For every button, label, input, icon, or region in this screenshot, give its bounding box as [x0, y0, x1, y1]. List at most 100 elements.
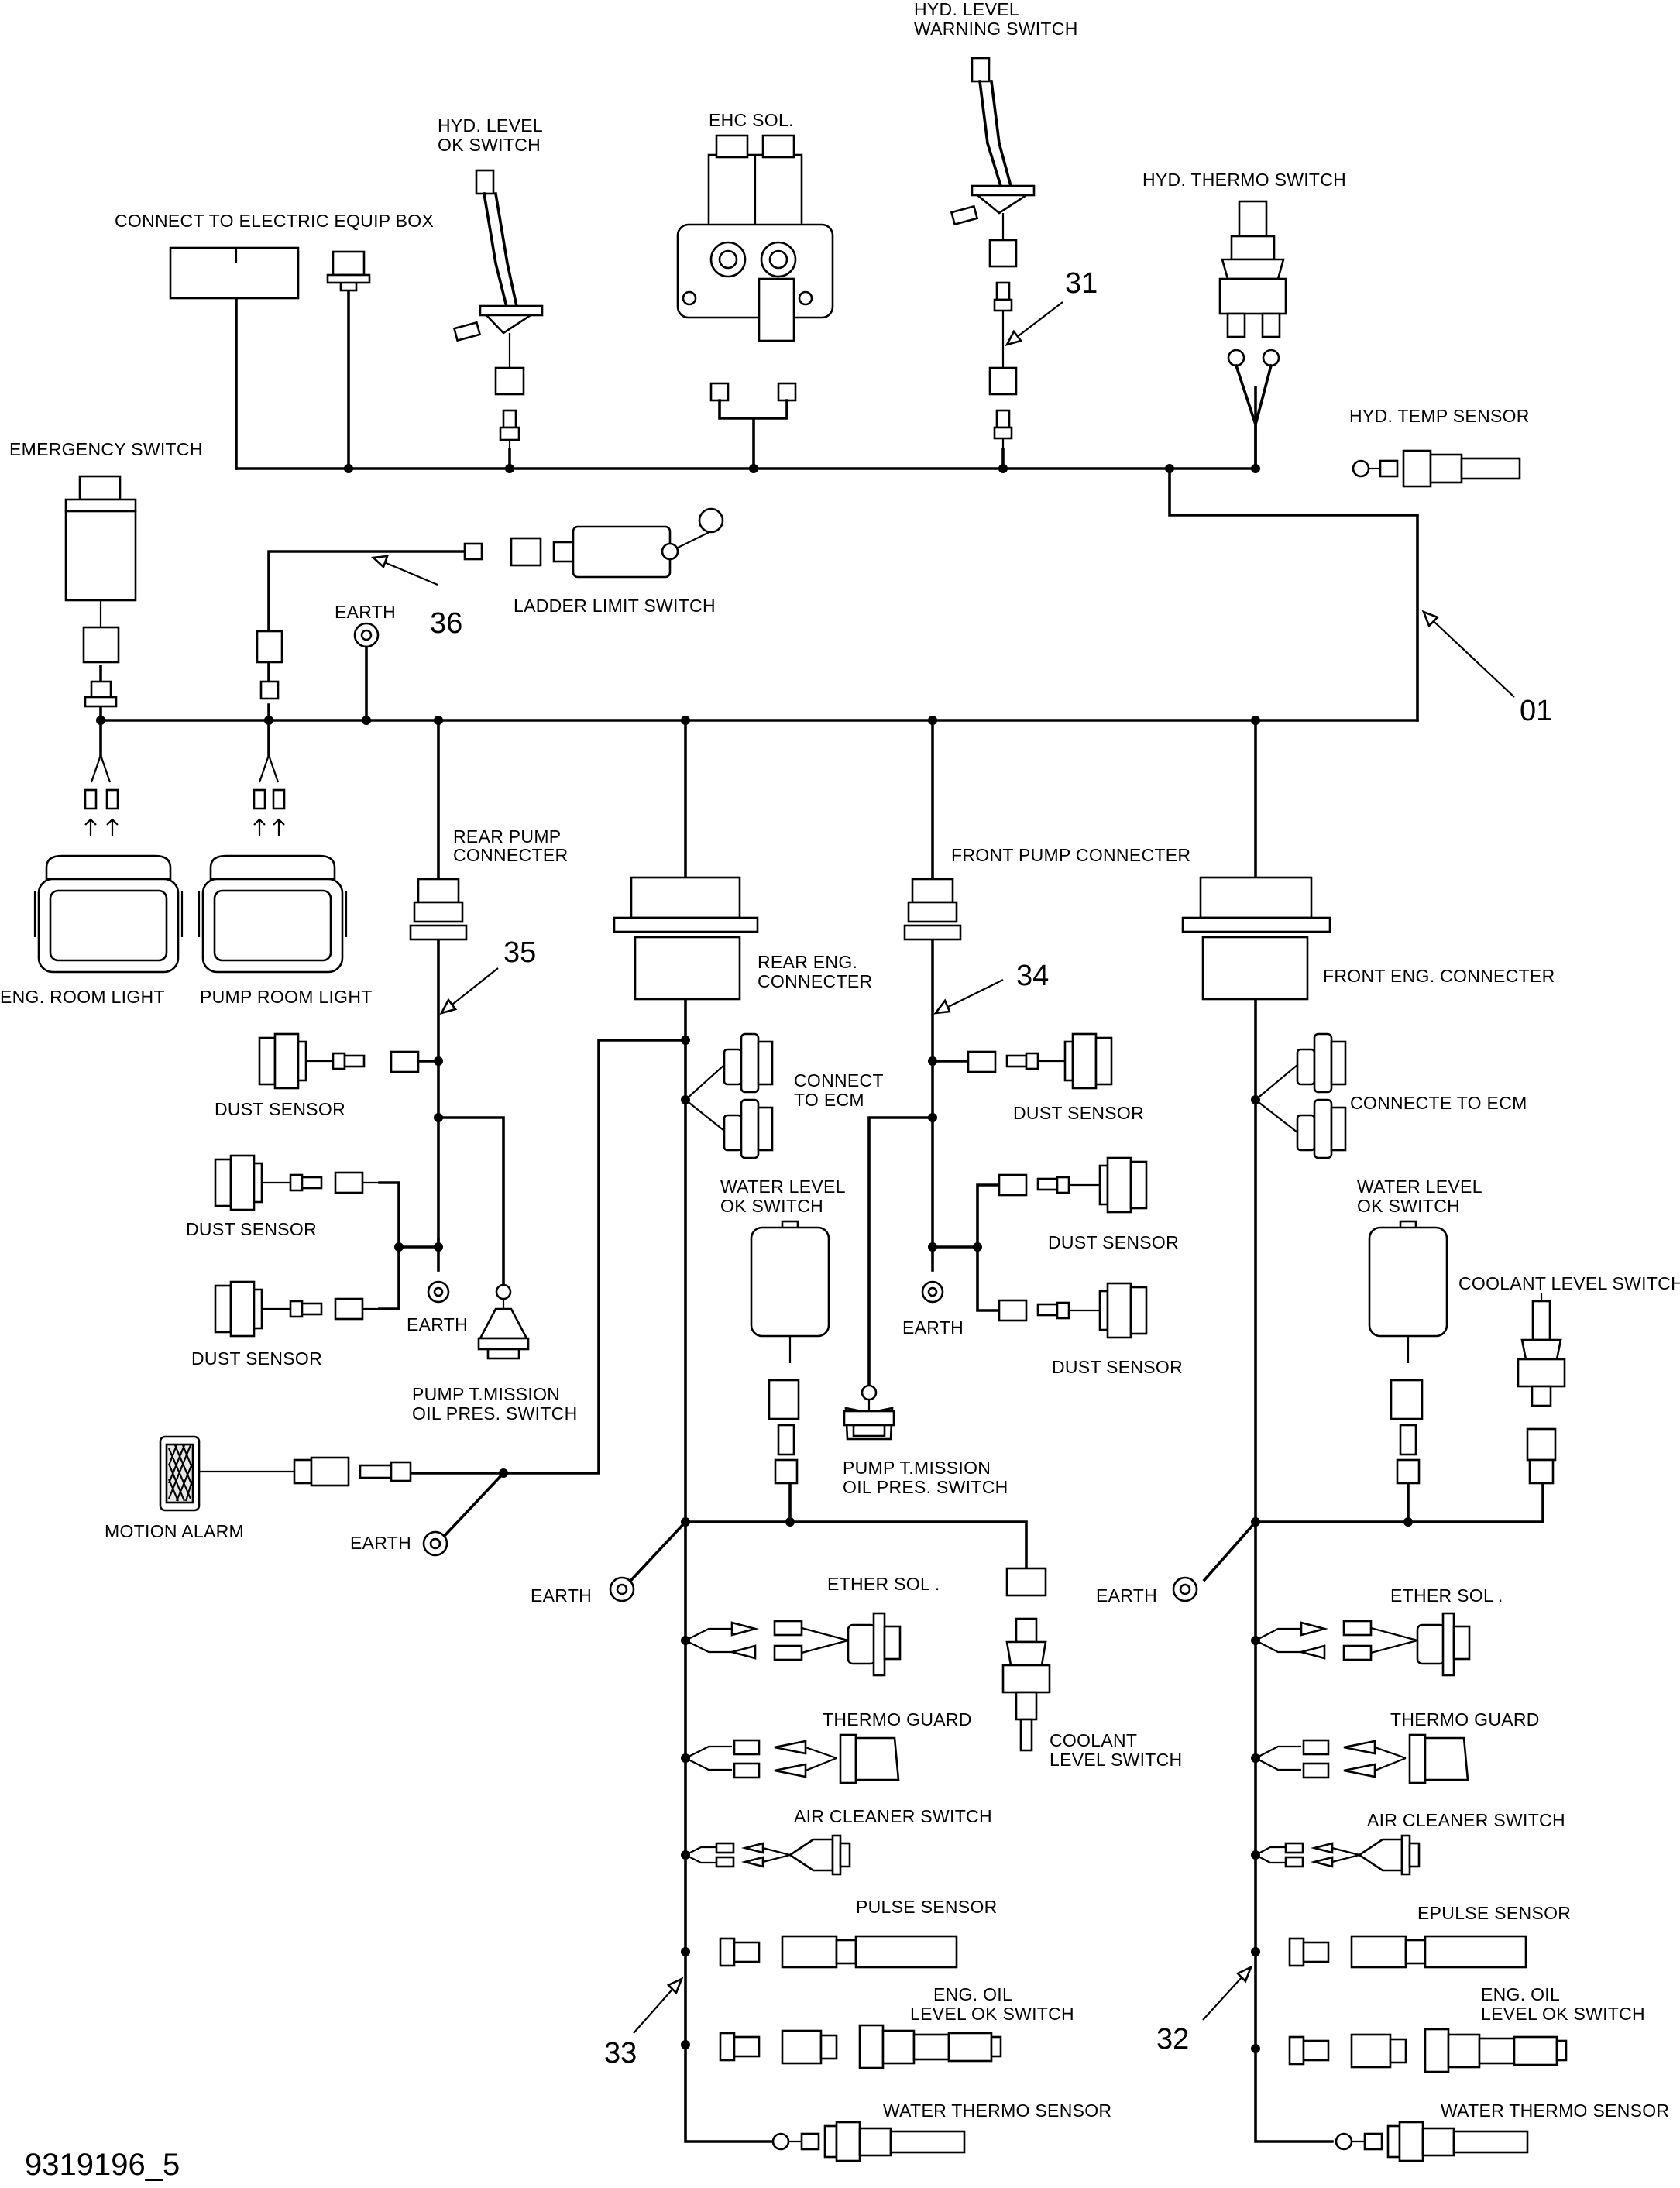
rear-ecm-connectors [723, 1032, 774, 1159]
pump-room-light [198, 754, 348, 974]
label-rear-air-cleaner: AIR CLEANER SWITCH [794, 1806, 992, 1826]
label-rear-water-level-1: WATER LEVEL [720, 1176, 846, 1197]
motion-alarm [159, 1435, 412, 1512]
label-front-pump-earth: EARTH [902, 1317, 964, 1338]
front-water-level-switch [1368, 1220, 1448, 1485]
label-front-ether-sol: ETHER SOL . [1390, 1585, 1503, 1606]
main-wires [99, 266, 1544, 2143]
rear-coolant-level-switch [1001, 1567, 1051, 1752]
front-dust-sensor-1 [967, 1032, 1113, 1090]
ref-34: 34 [1016, 960, 1049, 992]
label-rear-dust-sensor-1: DUST SENSOR [215, 1099, 345, 1119]
label-hyd-temp-sensor: HYD. TEMP SENSOR [1349, 406, 1530, 426]
label-hyd-thermo-switch: HYD. THERMO SWITCH [1142, 170, 1346, 190]
label-rear-pump-connecter-1: REAR PUMP [453, 826, 561, 847]
label-rear-coolant-2: LEVEL SWITCH [1050, 1750, 1182, 1770]
label-front-water-level-1: WATER LEVEL [1357, 1176, 1482, 1197]
label-front-dust-sensor-2: DUST SENSOR [1048, 1232, 1179, 1252]
label-hyd-level-ok-1: HYD. LEVEL [438, 115, 543, 136]
front-ether-sol [1255, 1612, 1471, 1677]
label-front-epulse-sensor: EPULSE SENSOR [1417, 1903, 1571, 1923]
rear-pump-connecter [409, 878, 468, 941]
hyd-temp-sensor [1352, 449, 1521, 488]
label-front-eng-earth: EARTH [1096, 1585, 1157, 1606]
labels: HYD. LEVEL WARNING SWITCH HYD. LEVEL OK … [0, 0, 1680, 2121]
hyd-level-warning-switch [950, 57, 1036, 449]
front-air-cleaner-switch [1255, 1834, 1421, 1876]
ladder-limit-switch [463, 507, 724, 579]
label-rear-oil-level-2: LEVEL OK SWITCH [910, 2004, 1074, 2024]
label-rear-pump-earth: EARTH [407, 1314, 468, 1334]
motion-alarm-earth [422, 1530, 448, 1557]
label-front-oil-level-1: ENG. OIL [1481, 1984, 1560, 2004]
label-ladder-limit-switch: LADDER LIMIT SWITCH [514, 596, 716, 616]
front-eng-earth [1172, 1576, 1198, 1602]
front-ecm-connectors [1296, 1032, 1347, 1159]
electric-equip-box [169, 246, 371, 300]
label-rear-oil-level-1: ENG. OIL [933, 1984, 1012, 2004]
label-motion-alarm-earth: EARTH [350, 1533, 411, 1553]
reference-leaders [371, 301, 1515, 2034]
label-front-eng-connecter: FRONT ENG. CONNECTER [1323, 966, 1555, 986]
front-pump-connecter [903, 878, 962, 941]
label-rear-coolant-1: COOLANT [1050, 1730, 1137, 1750]
ehc-solenoid [676, 134, 834, 470]
label-front-air-cleaner: AIR CLEANER SWITCH [1367, 1810, 1565, 1830]
label-rear-water-level-2: OK SWITCH [720, 1196, 823, 1216]
harness-connector-36 [256, 630, 283, 700]
earth-top [353, 622, 380, 648]
label-rear-ether-sol: ETHER SOL . [827, 1574, 940, 1594]
rear-dust-sensor-1 [258, 1032, 420, 1090]
front-coolant-level-switch [1517, 1293, 1566, 1485]
label-front-thermo-guard: THERMO GUARD [1390, 1709, 1540, 1729]
front-epulse-sensor [1288, 1935, 1527, 1969]
front-thermo-guard [1255, 1733, 1469, 1784]
label-front-water-thermo: WATER THERMO SENSOR [1441, 2100, 1669, 2121]
label-front-dust-sensor-3: DUST SENSOR [1052, 1357, 1183, 1377]
rear-dust-sensor-3 [214, 1280, 380, 1338]
label-rear-tmission-1: PUMP T.MISSION [412, 1384, 560, 1404]
rear-water-thermo-sensor [771, 2121, 966, 2162]
rear-water-level-switch [750, 1220, 830, 1485]
label-front-coolant-level: COOLANT LEVEL SWITCH [1458, 1273, 1680, 1293]
label-connect-to-ecm-1: CONNECT [794, 1070, 884, 1091]
label-emergency-switch: EMERGENCY SWITCH [9, 439, 203, 459]
label-rear-dust-sensor-2: DUST SENSOR [186, 1219, 317, 1239]
front-eng-connecter [1181, 876, 1331, 1001]
label-rear-eng-connecter-2: CONNECTER [758, 971, 872, 991]
ref-32: 32 [1156, 2023, 1189, 2056]
label-connecte-to-ecm: CONNECTE TO ECM [1350, 1093, 1527, 1113]
label-connect-to-ecm-2: TO ECM [794, 1090, 864, 1110]
label-rear-pump-connecter-2: CONNECTER [453, 845, 568, 865]
ref-01: 01 [1520, 695, 1552, 727]
label-front-pump-connecter: FRONT PUMP CONNECTER [951, 845, 1190, 865]
front-eng-oil-level-switch [1288, 2028, 1568, 2073]
front-dust-sensor-3 [998, 1282, 1148, 1339]
label-rear-thermo-guard: THERMO GUARD [823, 1709, 972, 1729]
label-motion-alarm: MOTION ALARM [105, 1521, 244, 1541]
label-hyd-level-warning-2: WARNING SWITCH [914, 19, 1078, 39]
rear-air-cleaner-switch [685, 1834, 851, 1876]
label-hyd-level-warning-1: HYD. LEVEL [914, 0, 1019, 19]
rear-pulse-sensor [719, 1935, 958, 1969]
label-eng-room-light: ENG. ROOM LIGHT [0, 987, 165, 1007]
rear-pump-tmission-switch [477, 1283, 530, 1360]
reference-numbers: 31 36 01 35 34 33 32 [430, 267, 1552, 2069]
ref-33: 33 [604, 2037, 637, 2069]
label-front-oil-level-2: LEVEL OK SWITCH [1481, 2004, 1645, 2024]
ref-35: 35 [503, 936, 536, 969]
rear-eng-oil-level-switch [719, 2024, 1002, 2069]
front-pump-earth [921, 1280, 944, 1304]
label-rear-dust-sensor-3: DUST SENSOR [191, 1348, 322, 1369]
label-pump-room-light: PUMP ROOM LIGHT [200, 987, 373, 1007]
front-water-thermo-sensor [1335, 2121, 1529, 2162]
drawing-code: 9319196_5 [25, 2148, 180, 2182]
rear-ether-sol [685, 1612, 902, 1677]
label-front-dust-sensor-1: DUST SENSOR [1013, 1103, 1144, 1123]
hyd-level-ok-switch [452, 169, 544, 449]
rear-eng-connecter [613, 876, 759, 1001]
rear-dust-sensor-2 [214, 1154, 380, 1211]
rear-pump-earth [427, 1280, 450, 1304]
label-rear-tmission-2: OIL PRES. SWITCH [412, 1403, 578, 1424]
